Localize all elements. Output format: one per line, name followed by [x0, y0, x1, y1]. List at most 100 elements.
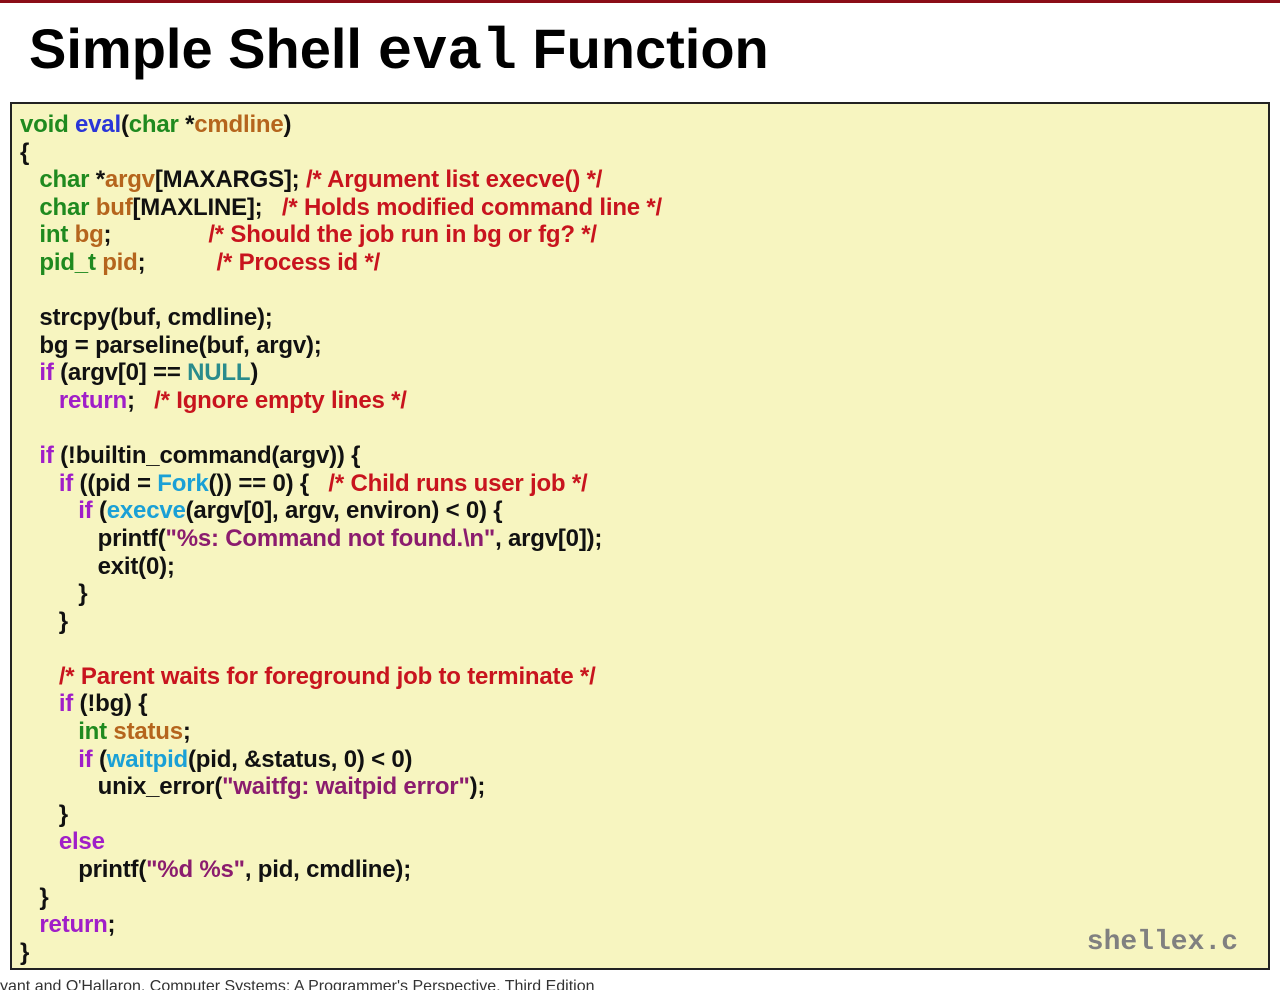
code-token: (: [98, 497, 107, 525]
code-token: printf(: [20, 856, 147, 884]
code-token: char: [128, 111, 186, 138]
code-token: [20, 663, 59, 690]
code-line: return;: [20, 911, 662, 939]
code-line: pid_t pid; /* Process id */: [20, 249, 662, 277]
code-token: [20, 442, 39, 469]
code-token: (!bg) {: [79, 690, 148, 718]
code-token: ;: [126, 386, 155, 414]
code-token: int: [78, 718, 114, 746]
code-token: status: [113, 718, 183, 746]
code-line: if (waitpid(pid, &status, 0) < 0): [20, 746, 662, 774]
code-line: bg = parseline(buf, argv);: [20, 332, 662, 360]
code-token: /* Should the job run in bg or fg? */: [208, 221, 597, 249]
code-line: [20, 415, 662, 443]
code-token: argv: [104, 166, 155, 194]
code-line: if (argv[0] == NULL): [20, 359, 662, 387]
code-line: [20, 635, 662, 663]
code-token: , pid, cmdline);: [244, 856, 411, 884]
code-token: }: [20, 580, 88, 608]
code-token: [20, 828, 59, 855]
code-token: }: [20, 938, 30, 966]
code-token: (: [120, 111, 129, 138]
code-line: void eval(char *cmdline): [20, 111, 662, 139]
code-line: int bg; /* Should the job run in bg or f…: [20, 221, 662, 249]
code-token: if: [39, 359, 61, 387]
file-name-label: shellex.c: [1086, 927, 1238, 958]
code-token: ;: [103, 221, 209, 249]
code-token: /* Argument list execve() */: [305, 166, 603, 194]
code-line: strcpy(buf, cmdline);: [20, 304, 662, 332]
code-token: (!builtin_command(argv)) {: [60, 442, 361, 470]
code-token: "%d %s": [146, 856, 245, 884]
code-line: int status;: [20, 718, 662, 746]
code-token: if: [58, 690, 80, 718]
code-token: return: [58, 386, 127, 414]
code-token: (: [98, 745, 107, 773]
code-listing: void eval(char *cmdline){ char *argv[MAX…: [20, 111, 662, 966]
code-line: unix_error("waitfg: waitpid error");: [20, 773, 662, 801]
code-line: if (!bg) {: [20, 690, 662, 718]
code-token: if: [58, 469, 80, 497]
code-line: }: [20, 580, 662, 608]
code-line: }: [20, 884, 662, 912]
code-token: [MAXLINE];: [132, 193, 282, 221]
code-line: printf("%d %s", pid, cmdline);: [20, 856, 662, 884]
code-token: (pid, &status, 0) < 0): [188, 745, 413, 773]
code-token: execve: [106, 497, 186, 525]
code-token: /* Parent waits for foreground job to te…: [58, 662, 596, 690]
code-token: char: [39, 193, 96, 221]
code-token: char: [39, 166, 96, 194]
code-token: *: [95, 166, 105, 194]
code-token: pid: [102, 248, 138, 276]
code-line: }: [20, 939, 662, 967]
code-token: [20, 690, 59, 717]
code-token: cmdline: [194, 111, 284, 138]
code-line: exit(0);: [20, 553, 662, 581]
code-line: char *argv[MAXARGS]; /* Argument list ex…: [20, 166, 662, 194]
title-code: eval: [377, 21, 517, 86]
code-token: ;: [182, 718, 191, 746]
code-token: if: [78, 745, 99, 773]
code-token: printf(: [20, 524, 166, 552]
code-token: /* Process id */: [216, 248, 381, 276]
code-token: waitpid: [106, 745, 189, 773]
footer-credit: yant and O'Hallaron, Computer Systems: A…: [0, 978, 595, 990]
code-line: if ((pid = Fork()) == 0) { /* Child runs…: [20, 470, 662, 498]
code-line: printf("%s: Command not found.\n", argv[…: [20, 525, 662, 553]
code-token: (argv[0] ==: [60, 359, 188, 387]
code-token: [20, 359, 39, 386]
code-token: pid_t: [39, 248, 103, 276]
code-token: buf: [95, 193, 133, 221]
code-token: ()) == 0) {: [208, 469, 329, 497]
code-token: [20, 718, 78, 745]
code-listing-box: void eval(char *cmdline){ char *argv[MAX…: [10, 102, 1270, 970]
code-token: return: [39, 911, 108, 939]
code-line: char buf[MAXLINE]; /* Holds modified com…: [20, 194, 662, 222]
code-token: strcpy(buf, cmdline);: [20, 304, 273, 332]
code-line: {: [20, 139, 662, 167]
code-token: int: [39, 221, 75, 249]
code-token: [20, 221, 39, 248]
code-token: "%s: Command not found.\n": [165, 524, 496, 552]
code-token: ;: [137, 248, 217, 276]
code-line: /* Parent waits for foreground job to te…: [20, 663, 662, 691]
code-line: if (execve(argv[0], argv, environ) < 0) …: [20, 497, 662, 525]
slide-title: Simple Shell eval Function: [29, 14, 769, 89]
code-token: [MAXARGS];: [154, 166, 306, 194]
code-token: ): [283, 111, 292, 138]
code-token: [20, 387, 59, 414]
code-token: /* Child runs user job */: [328, 469, 588, 497]
code-token: {: [20, 138, 30, 166]
code-token: [20, 911, 39, 938]
code-line: if (!builtin_command(argv)) {: [20, 442, 662, 470]
code-token: }: [20, 883, 49, 911]
code-token: [20, 470, 59, 497]
code-token: , argv[0]);: [495, 524, 603, 552]
code-token: bg: [74, 221, 104, 249]
code-token: "waitfg: waitpid error": [222, 773, 470, 801]
code-token: bg = parseline(buf, argv);: [20, 331, 322, 359]
code-line: }: [20, 608, 662, 636]
title-prefix: Simple Shell: [29, 17, 378, 80]
code-token: unix_error(: [20, 773, 223, 801]
code-token: /* Ignore empty lines */: [154, 386, 407, 414]
